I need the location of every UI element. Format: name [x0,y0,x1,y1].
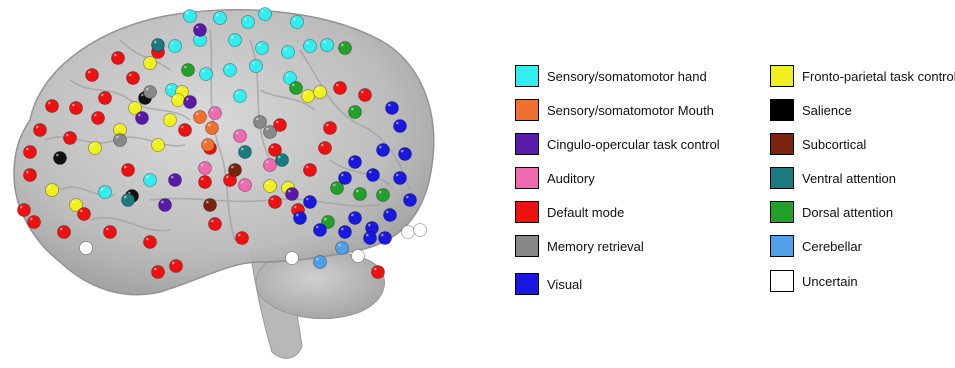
legend-swatch [515,201,539,223]
legend-item-uncertain: Uncertain [770,268,858,294]
legend-swatch [770,201,794,223]
legend-item-visual: Visual [515,271,582,297]
legend-item-auditory: Auditory [515,165,595,191]
legend-swatch [770,270,794,292]
legend-swatch [770,235,794,257]
legend-label: Visual [547,277,582,292]
legend-swatch [515,235,539,257]
legend-label: Cerebellar [802,239,862,254]
legend-swatch [515,65,539,87]
legend-swatch [770,65,794,87]
legend-item-cerebellar: Cerebellar [770,233,862,259]
legend-label: Ventral attention [802,171,896,186]
legend-item-sensory-mouth: Sensory/somatomotor Mouth [515,97,714,123]
legend-label: Dorsal attention [802,205,893,220]
legend-item-ventral-attention: Ventral attention [770,165,896,191]
legend-item-subcortical: Subcortical [770,131,866,157]
legend-label: Cingulo-opercular task control [547,137,720,152]
legend-item-cingulo-opercular: Cingulo-opercular task control [515,131,720,157]
legend-label: Sensory/somatomotor hand [547,69,707,84]
legend-item-dorsal-attention: Dorsal attention [770,199,893,225]
legend-label: Subcortical [802,137,866,152]
legend-label: Salience [802,103,852,118]
legend-swatch [770,99,794,121]
legend-item-memory-retrieval: Memory retrieval [515,233,644,259]
legend-swatch [515,99,539,121]
legend-swatch [515,133,539,155]
legend-label: Fronto-parietal task control [802,69,955,84]
legend-item-fronto-parietal: Fronto-parietal task control [770,63,955,89]
legend-label: Sensory/somatomotor Mouth [547,103,714,118]
legend-label: Default mode [547,205,624,220]
legend-item-salience: Salience [770,97,852,123]
legend-swatch [515,167,539,189]
legend-label: Uncertain [802,274,858,289]
legend-label: Auditory [547,171,595,186]
legend-swatch [515,273,539,295]
legend-item-sensory-hand: Sensory/somatomotor hand [515,63,707,89]
legend-item-default-mode: Default mode [515,199,624,225]
legend-swatch [770,133,794,155]
legend-swatch [770,167,794,189]
legend-label: Memory retrieval [547,239,644,254]
